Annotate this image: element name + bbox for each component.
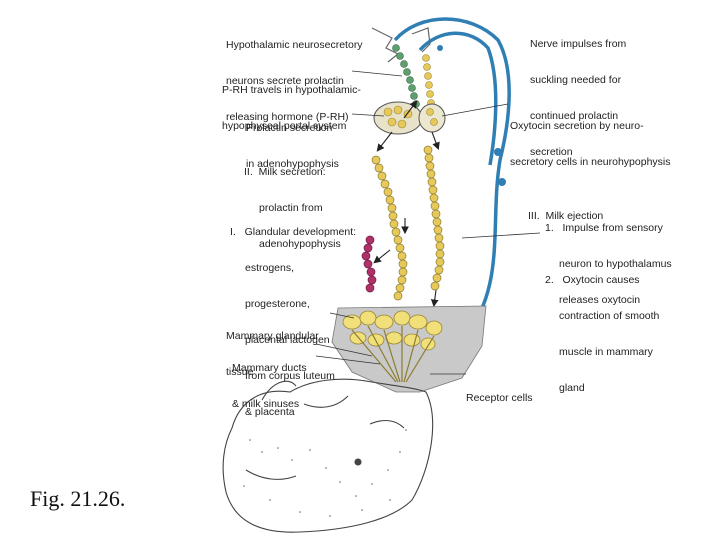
label-line: prolactin from [259, 202, 323, 214]
label-line: Receptor cells [466, 392, 533, 404]
placental-hormone-chain [361, 235, 377, 293]
label-line: secretion [530, 146, 573, 158]
label-nerve-impulses: Nerve impulses from suckling needed for … [530, 14, 626, 182]
label-line: releasing hormone (P-RH) [226, 111, 349, 123]
label-line: suckling needed for [530, 74, 622, 86]
label-line: Prolactin secretion [246, 122, 333, 134]
prolactin-chain-1 [371, 155, 408, 301]
label-milk-ejection: III. Milk ejection [528, 186, 603, 246]
label-line: P-RH travels in hypothalamic- [222, 84, 361, 96]
label-line: Oxytocin secretion by neuro- [510, 120, 644, 132]
label-line: placental lactogen [245, 334, 330, 346]
label-glandular-development: I. Glandular development: estrogens, pro… [230, 202, 356, 442]
label-line: & milk sinuses [232, 398, 300, 410]
label-prolactin-secretion: Prolactin secretion in adenohypophysis [246, 98, 339, 194]
figure-caption: Fig. 21.26. [30, 486, 126, 511]
label-line: from corpus luteum [245, 370, 335, 382]
label-line: contraction of smooth [559, 310, 660, 322]
leader-lines [315, 70, 541, 375]
label-line: releases oxytocin [559, 294, 641, 306]
label-oxytocin-secretion: Oxytocin secretion by neuro- secretory c… [510, 96, 671, 192]
label-mammary-ducts: Mammary ducts & milk sinuses [232, 338, 307, 434]
label-line: neuron to hypothalamus [559, 258, 672, 270]
label-line: I. Glandular development: [230, 226, 357, 238]
label-line: Nerve impulses from [530, 38, 627, 50]
label-line: continued prolactin [530, 110, 619, 122]
label-line: hypophyseal portal system [222, 120, 347, 132]
pituitary-gland [373, 101, 446, 135]
label-line: muscle in mammary [559, 346, 653, 358]
label-line: Mammary ducts [232, 362, 307, 374]
hypothalamic-neurons [371, 27, 435, 108]
label-mammary-tissue: Mammary glandular tissue [226, 306, 319, 402]
label-line: estrogens, [245, 262, 295, 274]
prolactin-chain-2 [423, 145, 445, 291]
label-portal-system: P-RH travels in hypothalamic- hypophysea… [222, 60, 361, 156]
label-hypothalamic-neurons: Hypothalamic neurosecretory neurons secr… [226, 15, 363, 147]
infant-texture [243, 429, 407, 517]
label-line: adenohypophysis [259, 238, 341, 250]
label-line: tissue [226, 366, 254, 378]
label-line: neurons secrete prolactin [226, 75, 344, 87]
label-line: gland [559, 382, 585, 394]
label-line: 1. Impulse from sensory [545, 222, 663, 234]
flow-arrows [373, 100, 440, 308]
label-line: secretory cells in neurohypophysis [510, 156, 671, 168]
label-line: Hypothalamic neurosecretory [226, 39, 363, 51]
label-milk-secretion: II. Milk secretion: prolactin from adeno… [244, 142, 341, 274]
label-line: 2. Oxytocin causes [545, 274, 640, 286]
nursing-infant [222, 378, 434, 533]
label-line: II. Milk secretion: [244, 166, 326, 178]
label-line: progesterone, [245, 298, 310, 310]
label-receptor-cells: Receptor cells [466, 368, 533, 428]
mammary-gland [331, 305, 487, 393]
label-step-2: 2. Oxytocin causes contraction of smooth… [545, 250, 659, 418]
label-line: & placenta [245, 406, 295, 418]
label-line: III. Milk ejection [528, 210, 604, 222]
label-step-1: 1. Impulse from sensory neuron to hypoth… [545, 198, 672, 330]
label-line: in adenohypophysis [246, 158, 339, 170]
label-line: Mammary glandular [226, 330, 319, 342]
